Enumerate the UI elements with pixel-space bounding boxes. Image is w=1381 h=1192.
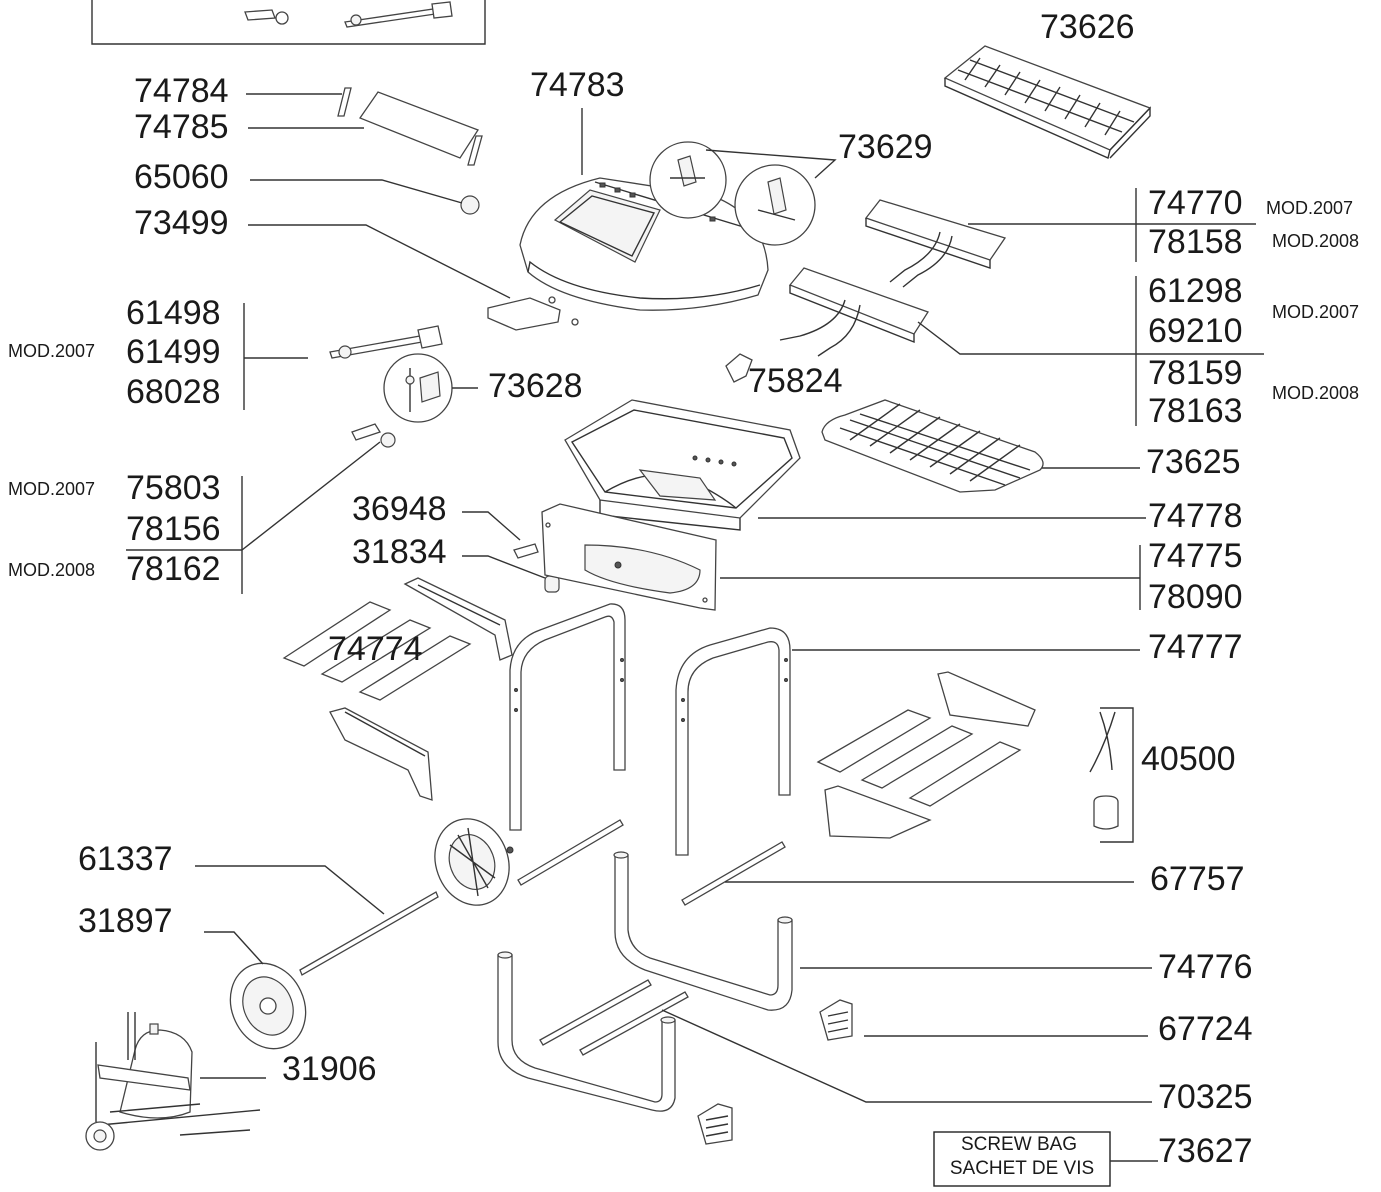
part-number-61499: 61499 — [126, 333, 221, 371]
part-number-74774: 74774 — [328, 630, 423, 668]
part-number-74778: 74778 — [1148, 497, 1243, 535]
knob-31834 — [544, 575, 560, 593]
clip-75824 — [725, 353, 753, 383]
part-number-67724: 67724 — [1158, 1010, 1253, 1048]
window-74785 — [337, 87, 483, 166]
part-number-36948: 36948 — [352, 490, 447, 528]
part-number-73626: 73626 — [1040, 8, 1135, 46]
part-number-61298: 61298 — [1148, 272, 1243, 310]
wheel-31897 — [229, 962, 307, 1050]
top-left-inset-box — [91, 0, 486, 45]
gas-bottle-holder-31906 — [85, 1012, 261, 1151]
mod-label-2007-b: MOD.2007 — [1272, 302, 1359, 322]
screw-bag-box: SCREW BAG SACHET DE VIS — [933, 1131, 1111, 1187]
part-number-78090: 78090 — [1148, 578, 1243, 616]
part-number-73629: 73629 — [838, 128, 933, 166]
mod-label-2008-d: MOD.2008 — [8, 560, 95, 580]
control-panel-74775 — [541, 503, 717, 611]
cross-bar-67757 — [517, 819, 786, 906]
mod-label-2007-d: MOD.2007 — [8, 479, 95, 499]
screw-bag-label-en: SCREW BAG — [961, 1134, 1077, 1155]
part-number-68028: 68028 — [126, 373, 221, 411]
part-number-40500: 40500 — [1141, 740, 1236, 778]
mod-label-2007-c: MOD.2007 — [8, 341, 95, 361]
base-frame-70325 — [497, 951, 689, 1112]
handle-73499 — [487, 296, 579, 331]
hinge-detail-73629 — [649, 141, 816, 246]
part-number-74777: 74777 — [1148, 628, 1243, 666]
part-number-74784: 74784 — [134, 72, 229, 110]
part-number-78156: 78156 — [126, 510, 221, 548]
mod-label-2008-b: MOD.2008 — [1272, 383, 1359, 403]
inset-valve-drawing — [244, 1, 453, 28]
part-number-78158: 78158 — [1148, 223, 1243, 261]
burner-lower-61298 — [779, 267, 929, 357]
part-number-74770: 74770 — [1148, 184, 1243, 222]
mod-label-2007-a: MOD.2007 — [1266, 198, 1353, 218]
part-number-73628: 73628 — [488, 367, 583, 405]
part-number-74783: 74783 — [530, 66, 625, 104]
part-number-78162: 78162 — [126, 550, 221, 588]
part-number-78159: 78159 — [1148, 354, 1243, 392]
part-number-74776: 74776 — [1158, 948, 1253, 986]
cooking-grate-73625 — [821, 399, 1044, 493]
part-number-74785: 74785 — [134, 108, 229, 146]
part-number-69210: 69210 — [1148, 312, 1243, 350]
igniter-electrode — [351, 423, 396, 448]
part-number-61337: 61337 — [78, 840, 173, 878]
part-number-65060: 65060 — [134, 158, 229, 196]
warming-rack-73626 — [943, 45, 1152, 159]
screw-36948 — [513, 543, 539, 559]
base-frame-74776 — [613, 851, 793, 1011]
valve-61499 — [329, 325, 443, 359]
side-shelf-left-74774 — [282, 577, 513, 801]
side-shelf-right — [816, 671, 1036, 839]
firebox-74778 — [564, 399, 801, 531]
part-number-70325: 70325 — [1158, 1078, 1253, 1116]
part-number-31834: 31834 — [352, 533, 447, 571]
part-number-31906: 31906 — [282, 1050, 377, 1088]
screw-bag-label-fr: SACHET DE VIS — [950, 1158, 1094, 1179]
part-number-73499: 73499 — [134, 204, 229, 242]
end-cap-67724 — [697, 999, 853, 1145]
axle-rod — [299, 891, 439, 976]
part-number-73625: 73625 — [1146, 443, 1241, 481]
wheel-hub-61337 — [434, 818, 514, 906]
mod-label-2008-a: MOD.2008 — [1272, 231, 1359, 251]
part-number-78163: 78163 — [1148, 392, 1243, 430]
part-number-73627: 73627 — [1158, 1132, 1253, 1170]
igniter-detail-73628 — [383, 353, 453, 423]
part-number-67757: 67757 — [1150, 860, 1245, 898]
part-number-61498: 61498 — [126, 294, 221, 332]
burner-upper-74770 — [864, 199, 1007, 288]
part-number-31897: 31897 — [78, 902, 173, 940]
part-number-74775: 74775 — [1148, 537, 1243, 575]
tool-kit-40500 — [1089, 711, 1119, 830]
part-number-75824: 75824 — [748, 362, 843, 400]
part-number-75803: 75803 — [126, 469, 221, 507]
leg-frame-74777 — [509, 603, 791, 856]
